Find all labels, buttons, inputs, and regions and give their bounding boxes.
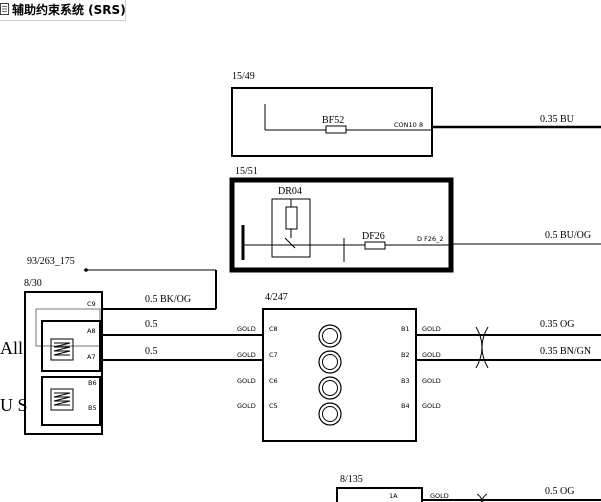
ref-top: 15/49 [232,71,255,82]
side-label-all: All [0,338,23,358]
bf52-label: BF52 [322,115,344,126]
pin-left: C8 [269,325,278,333]
ref-ground: 93/263_175 [27,256,75,267]
wire-b1-label: 0.35 OG [540,319,574,330]
relay-coil [285,206,298,230]
df26-resistor [364,241,386,250]
connector-bottom [336,487,423,502]
gold-label: GOLD [430,492,449,500]
con10-label: CON10 [394,121,417,129]
gold-label: GOLD [237,402,256,410]
gold-label: GOLD [237,325,256,333]
gold-label: GOLD [422,402,441,410]
pin-left: C7 [269,351,278,359]
pin-1a: 1A [389,492,398,500]
wire-a7-label: 0.5 [145,346,158,357]
wire-a8-label: 0.5 [145,319,158,330]
wire-top-label: 0.35 BU [540,114,575,125]
pin-left: C6 [269,377,278,385]
gold-label: GOLD [422,377,441,385]
pin-left: C5 [269,402,278,410]
side-label-us: U S [0,395,28,415]
ref-dr: 15/51 [235,166,258,177]
pin-right: B1 [401,325,410,333]
con10-pin: 8 [419,121,423,129]
wire-dr-label: 0.5 BU/OG [545,230,591,241]
pin-b5: B5 [88,404,97,412]
twisted-pair-symbol [475,326,489,369]
connector-left [24,291,103,435]
page-title: 辅助约束系统 (SRS) [12,3,126,17]
module-bf52 [231,87,433,157]
pin-b6: B6 [88,379,97,387]
gold-label: GOLD [237,351,256,359]
pin-right: B2 [401,351,410,359]
pin-a8: A8 [87,327,96,335]
relay-switch [284,237,296,249]
df26-pin: D F26_2 [417,235,443,243]
gold-label: GOLD [422,325,441,333]
dr04-label: DR04 [278,186,302,197]
ref-left: 8/30 [24,278,42,289]
gold-label: GOLD [237,377,256,385]
title-bar: 辅助约束系统 (SRS) [0,0,126,21]
ref-mid: 4/247 [265,292,288,303]
wire-b2-label: 0.35 BN/GN [540,346,591,357]
ref-bottom: 8/135 [340,474,363,485]
document-icon [0,3,9,15]
wire-bottom-label: 0.5 OG [545,486,574,497]
connector-rings [318,324,342,426]
pin-c9: C9 [87,300,96,308]
gold-label: GOLD [422,351,441,359]
left-clock-spring-a [41,320,101,372]
module-dr04 [229,177,454,273]
connector-mid [262,308,417,442]
df26-label: DF26 [362,231,385,242]
left-clock-spring-b [41,376,101,426]
pin-right: B4 [401,402,410,410]
pin-a7: A7 [87,353,96,361]
pin-right: B3 [401,377,410,385]
wire-c9-label: 0.5 BK/OG [145,294,191,305]
bf52-resistor [325,125,347,134]
